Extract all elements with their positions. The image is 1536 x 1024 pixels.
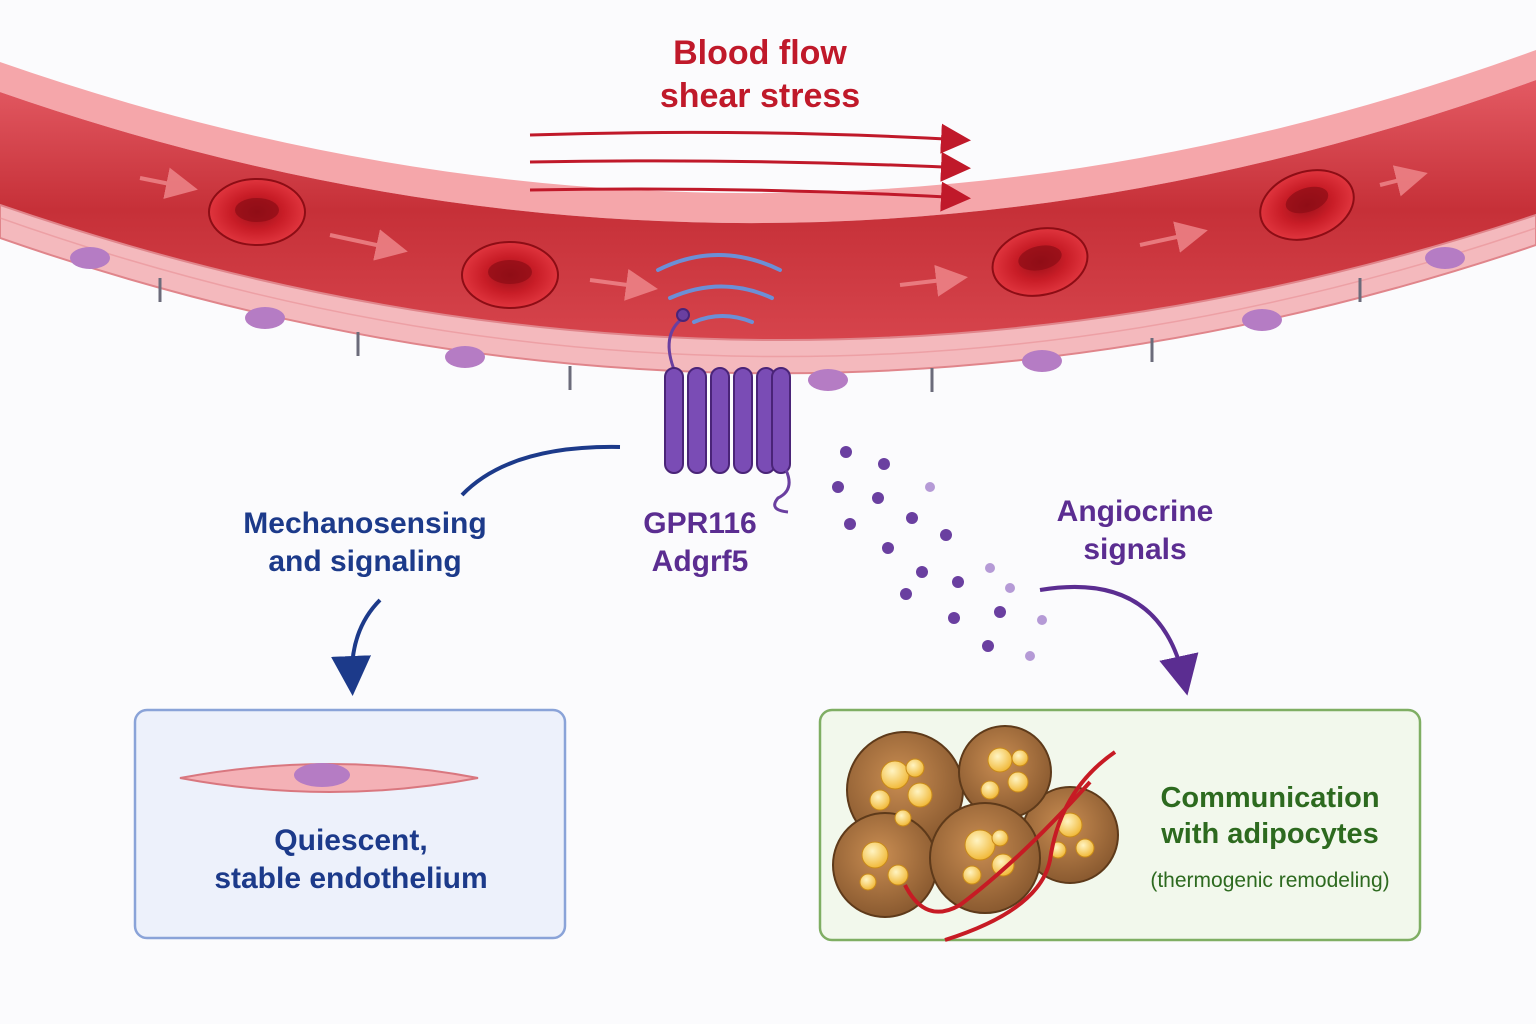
nucleus [808,369,848,391]
angiocrine-particles [832,446,1047,661]
nucleus [445,346,485,368]
adipocyte-label: Communication with adipocytes [1120,780,1420,853]
mechanosensing-label: Mechanosensing and signaling [200,505,530,580]
receptor-label-line2: Adgrf5 [651,544,749,578]
mechanosensing-label-line1: Mechanosensing [243,507,487,540]
blood-flow-label-line1: Blood flow [673,34,847,72]
quiescent-endothelium-panel [133,708,567,940]
adipocyte-cluster-icon [832,725,1119,918]
nucleus [294,763,350,787]
gpr116-receptor-icon [664,308,791,514]
quiescent-label-line2: stable endothelium [214,861,488,895]
capillary-icon [903,750,1117,942]
lumen-flow-arrows [139,165,1428,301]
nucleus [245,307,285,329]
receptor-label-line1: GPR116 [643,507,757,540]
nucleus [1022,350,1062,372]
adipocyte-label-line1: Communication [1160,782,1380,814]
angiocrine-label: Angiocrine signals [1010,493,1260,568]
adipocyte-panel [818,708,1422,942]
mechanosensing-label-line2: and signaling [268,544,462,578]
mechanosensing-arrow [460,444,621,497]
receptor-label: GPR116 Adgrf5 [600,505,800,580]
cell-junctions [158,278,1362,392]
angiocrine-label-line2: signals [1083,532,1187,566]
nucleus [1425,247,1465,269]
red-blood-cell [461,241,559,309]
red-blood-cell [991,227,1089,297]
vessel-lumen [0,80,1536,341]
angiocrine-label-line1: Angiocrine [1056,495,1214,528]
red-blood-cells [208,169,1355,309]
quiescent-label-line1: Quiescent, [274,824,428,857]
blood-flow-label: Blood flow shear stress [560,32,960,117]
red-blood-cell [1259,169,1355,241]
blood-flow-label-line2: shear stress [659,76,861,115]
adipocyte-note: (thermogenic remodeling) [1150,869,1390,892]
red-blood-cell [208,178,306,246]
adipocyte-label-line2: with adipocytes [1161,818,1379,851]
nucleus [70,247,110,269]
nucleus [1242,309,1282,331]
mechanosensing-waves-icon [656,253,782,324]
endothelial-nuclei [70,247,1465,391]
quiescent-label: Quiescent, stable endothelium [136,822,566,897]
angiocrine-arrow [1039,584,1199,696]
quiescence-arrow [331,598,382,696]
shear-stress-arrows [529,123,971,212]
vessel-outer-wall [0,50,1536,224]
